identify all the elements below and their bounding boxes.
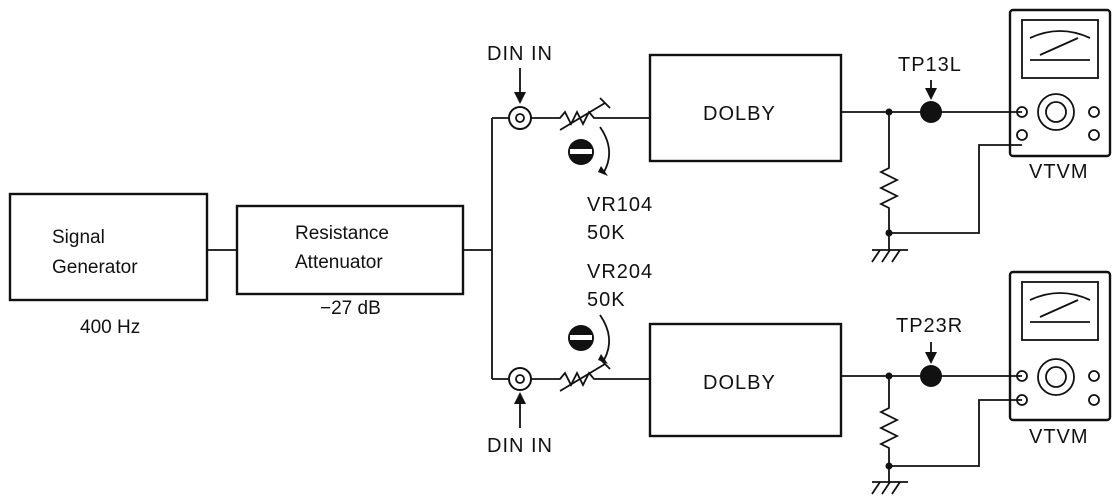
junction-bottom-dot [885,372,893,380]
vr204-value-label: 50K [587,289,626,311]
dolby-top-block: DOLBY [648,53,843,163]
vtvm-top-terminal-1 [1016,106,1028,118]
vr204-rotation-arc [599,314,610,361]
vtvm-top-ground-wire [889,144,1022,234]
dolby-bottom-box [648,322,843,438]
vtvm-bottom-meter-icon [1008,270,1112,422]
vr104-value-label: 50K [587,222,626,244]
vr104-rotation-arc [599,126,610,173]
attenuator-level-label: −27 dB [320,298,381,319]
dolby-bottom-block: DOLBY [648,322,843,438]
ground-top-symbol [871,249,908,263]
vtvm-top-face [1021,19,1099,79]
vr204-resistor-wire [531,370,650,388]
vtvm-bottom-knob-inner [1045,366,1067,388]
vtvm-top-terminal-4 [1088,129,1100,141]
din-jack-bottom-center [515,374,525,384]
vtvm-top-knob-inner [1045,101,1067,123]
din-in-top-arrow-head [514,92,526,104]
signal-generator-label-line1: Signal [52,227,105,248]
vtvm-top-terminal-3 [1088,106,1100,118]
vtvm-top-meter-icon [1008,8,1112,158]
attenuator-box [235,204,465,296]
ground-bottom-icon [871,466,908,495]
vr104-knob-slot [570,149,592,154]
din-in-bottom-arrow-head [514,392,526,404]
dolby-top-label: DOLBY [703,103,776,125]
tp13l-dot-icon [920,101,942,123]
dolby-bottom-output-wires [841,375,1022,466]
ground-bottom-symbol [871,481,908,495]
vtvm-bottom-label: VTVM [1029,426,1089,448]
tp23r-label: TP23R [896,315,963,337]
din-jack-top-center [515,113,525,123]
din-jack-bottom-icon [508,367,532,391]
vr104-variable-arrow-icon [559,97,611,131]
junction-top-dot [885,108,893,116]
vr204-adjust-knob-icon [568,314,610,364]
attenuator-label-line2: Attenuator [295,252,383,273]
vr104-name-label: VR104 [587,194,653,216]
din-in-top: DIN IN [487,43,553,130]
tp23r-dot-icon [920,365,942,387]
dolby-bottom-label: DOLBY [703,372,776,394]
vtvm-bottom-terminal-2 [1016,394,1028,406]
din-jack-top-icon [508,106,532,130]
vtvm-bottom-face [1021,281,1099,341]
tp23r-test-point: TP23R [896,315,963,387]
signal-generator-box [8,192,209,302]
vtvm-bottom-terminal-3 [1088,370,1100,382]
vtvm-top-knob-outer [1037,93,1075,131]
vr204-knob-slot [570,335,592,340]
vr104-adjust-knob-icon [568,126,610,176]
resistance-attenuator-block: Resistance Attenuator −27 dB [235,204,465,319]
vtvm-top-body [1008,8,1112,158]
attenuator-label-line1: Resistance [295,223,389,244]
vtvm-bottom-needle-scale [1029,292,1091,323]
vtvm-top-terminal-2 [1016,129,1028,141]
vtvm-bottom-ground-wire [889,399,1022,467]
vtvm-top-needle-scale [1029,30,1091,61]
signal-frequency-label: 400 Hz [80,317,140,338]
dolby-top-output-wires [841,111,1022,233]
vr204-name-label: VR204 [587,261,653,283]
vr104-rotation-arrowhead [598,166,608,176]
tp13l-test-point: TP13L [898,54,962,123]
dolby-top-box [648,53,843,163]
vtvm-bottom-terminal-1 [1016,370,1028,382]
din-in-bottom: DIN IN [487,367,553,457]
vr204-rotation-arrowhead [598,354,608,364]
splitter-wires [463,117,508,380]
tp13l-label: TP13L [898,54,962,76]
vtvm-bottom-body [1008,270,1112,422]
tp13l-arrow-head [925,88,937,100]
din-in-top-label: DIN IN [487,43,553,65]
vr104-resistor-wire [531,109,650,127]
vtvm-top-label: VTVM [1029,161,1089,183]
signal-generator-block: Signal Generator 400 Hz [8,192,209,338]
din-in-bottom-label: DIN IN [487,435,553,457]
vtvm-bottom-knob-outer [1037,358,1075,396]
vr204-variable-arrow-icon [559,358,611,392]
ground-top-icon [871,233,908,263]
vtvm-bottom-terminal-4 [1088,394,1100,406]
signal-generator-label-line2: Generator [52,257,138,278]
tp23r-arrow-head [925,352,937,364]
